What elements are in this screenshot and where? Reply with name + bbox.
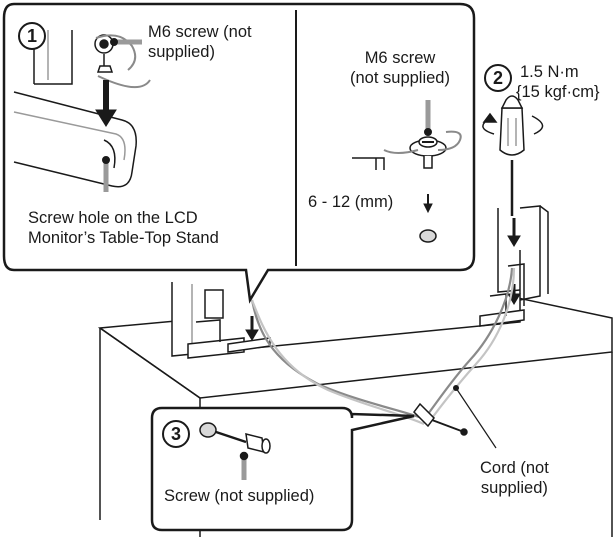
cord-label: Cord (not supplied): [480, 459, 549, 497]
panel3-illustration: [199, 422, 271, 480]
panel2-arrows: [423, 100, 433, 214]
cord-pointer-dot: [453, 385, 459, 391]
torque-value-alt: {15 kgf·cm}: [516, 83, 600, 101]
callout1-screw-label: M6 screw (not supplied): [148, 23, 252, 61]
cord-pointer: [455, 387, 497, 449]
callout-box-bottom: [150, 406, 415, 532]
callout2-depth-label: 6 - 12 (mm): [308, 193, 394, 211]
step-3-badge: 3: [162, 420, 190, 448]
step-2-badge: 2: [484, 64, 512, 92]
insert-arrows: [245, 218, 521, 341]
panel2-illustration: [352, 130, 462, 243]
screwdriver: [482, 95, 544, 216]
callout3-screw-label: Screw (not supplied): [164, 487, 315, 505]
step-1-badge: 1: [18, 22, 46, 50]
wall-screw: [413, 402, 468, 436]
torque-value: 1.5 N·m: [520, 63, 579, 81]
panel1-arrows: [95, 38, 142, 192]
callout2-screw-label: M6 screw (not supplied): [350, 49, 450, 87]
callout-box-top: [2, 2, 476, 304]
callout1-hole-label: Screw hole on the LCD Monitor’s Table-To…: [28, 209, 219, 247]
